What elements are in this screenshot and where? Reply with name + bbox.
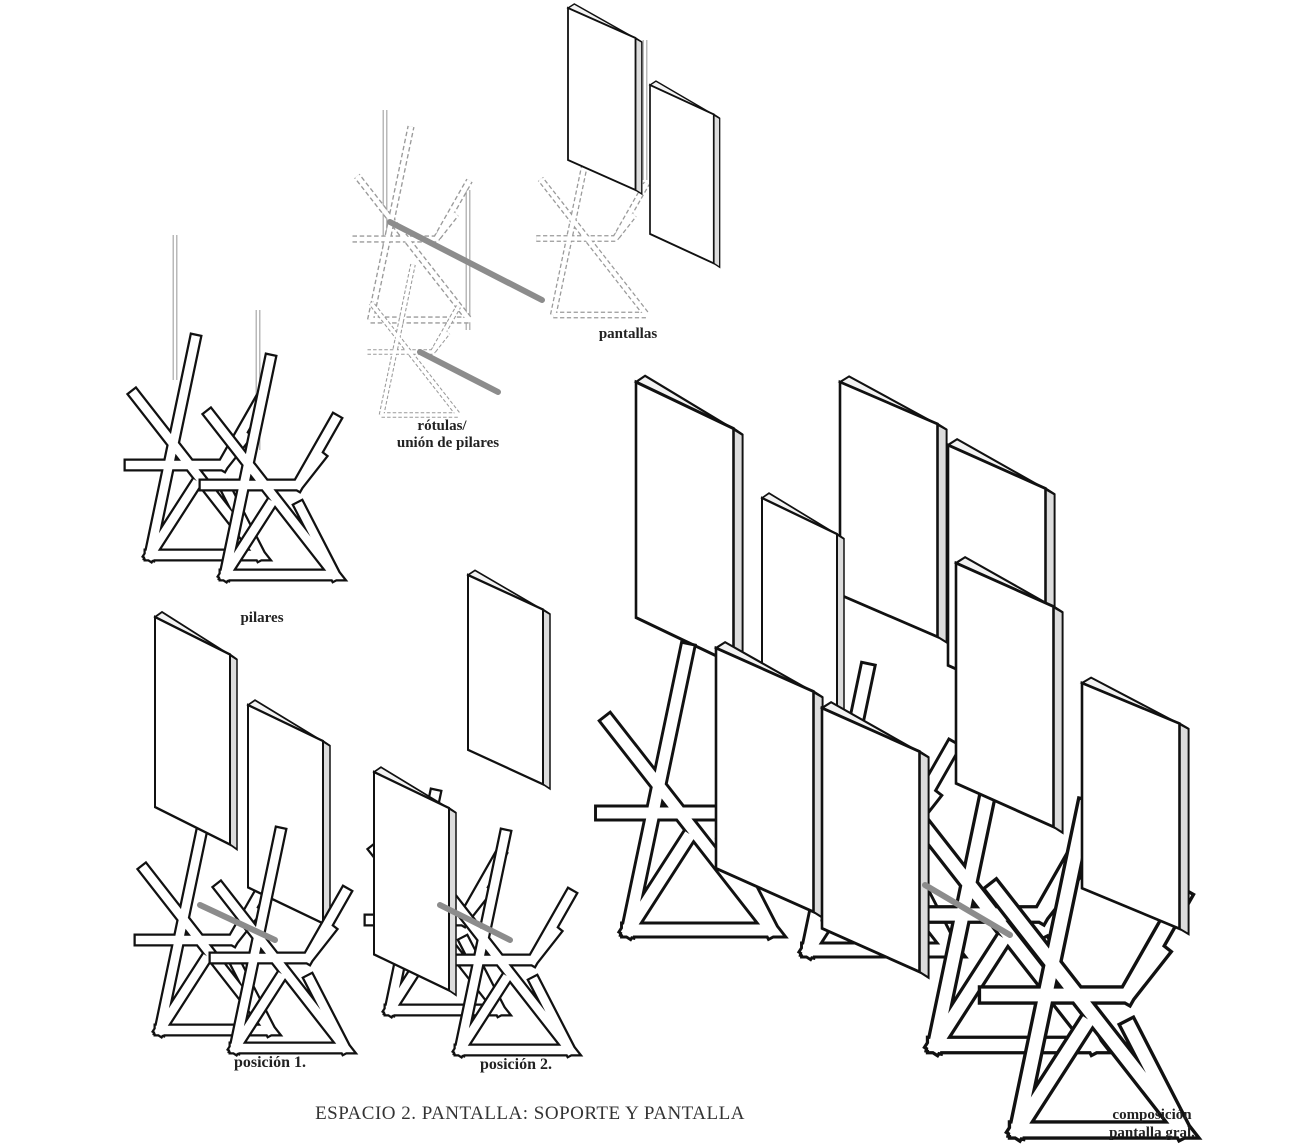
composition-panel-front-4 [1080,676,1190,936]
position1-group: posición 1. [140,610,345,1071]
pillars-group: pilares [130,235,335,626]
position2-rod [437,902,513,943]
sheet-title: ESPACIO 2. PANTALLA: SOPORTE Y PANTALLA [315,1103,745,1124]
label-screens: pantallas [599,326,658,342]
screen-panel-front [649,80,721,269]
screens-group: pantallas [536,3,721,342]
composition-group: composición pantalla gral. [603,374,1195,1141]
label-composition-line1: composición [1112,1107,1192,1123]
composition-panel-front-2 [820,700,931,980]
label-position1: posición 1. [234,1054,306,1071]
joint-rods [387,219,545,395]
position2-group: posición 2. [370,569,570,1073]
screen-panel-back [567,3,643,195]
composition-panel-back-1 [634,374,745,672]
position2-panel-lower [372,766,458,997]
label-composition-line2: pantalla gral. [1109,1125,1195,1141]
joints-group: rótulas/ unión de pilares [353,110,545,451]
position1-panel-back [246,699,332,930]
label-pillars: pilares [240,610,283,626]
label-joints-line2: unión de pilares [397,435,499,451]
composition-rod [922,882,1013,938]
joint-frame-ghost-upper [353,126,470,320]
composition-panel-back-2 [838,374,948,644]
position1-panel-front [153,610,239,851]
position2-panel-upper [466,569,552,791]
label-position2: posición 2. [480,1056,552,1073]
label-joints-line1: rótulas/ [417,418,467,434]
position1-rod [197,902,278,943]
